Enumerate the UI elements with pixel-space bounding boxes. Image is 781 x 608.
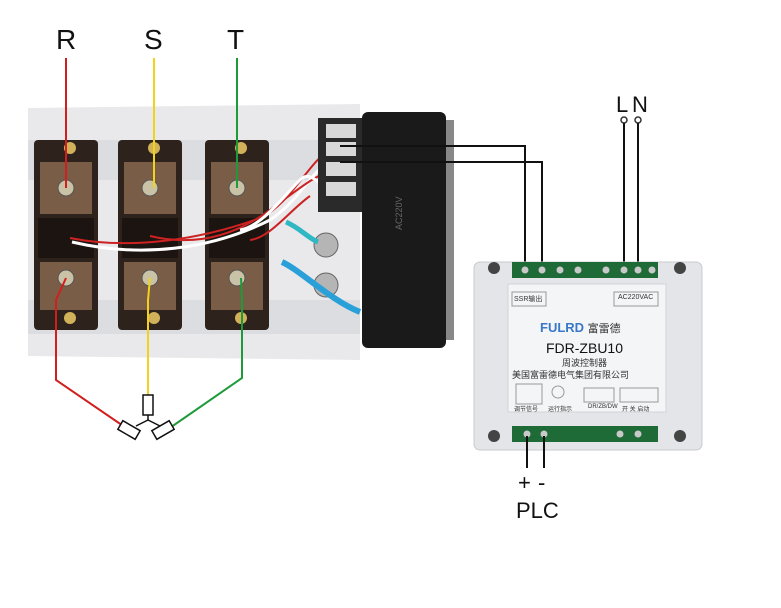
module-subtitle: 周波控制器 xyxy=(562,358,608,368)
terminal-block xyxy=(318,118,362,212)
module-brand: FULRD 富雷德 xyxy=(540,320,621,336)
module-model: FDR-ZBU10 xyxy=(546,340,624,356)
signal-wire-2 xyxy=(340,161,543,268)
controller-module xyxy=(473,261,703,451)
s-load-wire xyxy=(147,277,151,396)
phase-s-label: S xyxy=(144,24,163,55)
module-switch-tag: 开 关 启动 xyxy=(622,407,650,413)
star-load xyxy=(116,394,176,441)
cooling-fan: AC220V xyxy=(362,112,454,348)
signal-wire-1 xyxy=(340,145,526,268)
brand-name: FULRD xyxy=(540,320,585,335)
module-power-label: AC220VAC xyxy=(618,294,654,301)
r-load-wire xyxy=(55,277,133,433)
ssr-module-s xyxy=(118,140,182,330)
module-ssr-tag: SSR输出 xyxy=(514,296,543,303)
t-load-wire xyxy=(163,277,243,433)
phase-r-label: R xyxy=(56,24,77,55)
module-run-tag: 运行指示 xyxy=(548,407,573,413)
plc-minus-label: - xyxy=(538,470,546,495)
module-company: 美国富雷德电气集团有限公司 xyxy=(512,370,630,380)
supply-n-label: N xyxy=(632,92,648,117)
module-mode-tag: DR/ZB/DW xyxy=(588,404,618,410)
supply-l-label: L xyxy=(616,92,629,117)
brand-name-cn: 富雷德 xyxy=(587,323,621,335)
thermostat-probe xyxy=(280,219,362,315)
module-signal-tag: 调节信号 xyxy=(514,407,539,413)
plc-label: PLC xyxy=(516,498,559,523)
fan-text: AC220V xyxy=(394,196,404,230)
plc-plus-label: + xyxy=(518,470,531,495)
phase-t-label: T xyxy=(227,24,245,55)
ssr-module-r xyxy=(34,140,98,330)
